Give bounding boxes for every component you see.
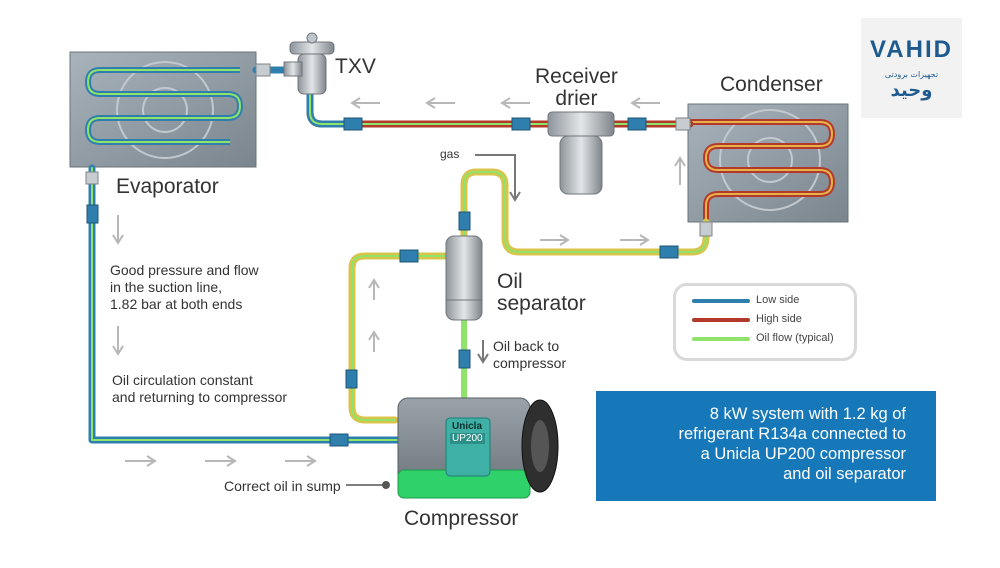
oil-separator-label: Oil separator — [497, 270, 586, 315]
legend-item-high-side: High side — [692, 313, 852, 327]
flow-arrows — [112, 97, 686, 467]
oil-sump-pointer — [346, 481, 390, 489]
legend-label: Oil flow (typical) — [756, 332, 834, 344]
gas-label: gas — [440, 147, 460, 161]
pipes — [88, 66, 710, 444]
logo-fa-text: وحید — [890, 80, 933, 101]
info-box-text: 8 kW system with 1.2 kg of refrigerant R… — [678, 405, 906, 483]
compressor-brand: Unicla — [452, 421, 483, 432]
suction-note: Good pressure and flow in the suction li… — [110, 262, 259, 312]
txv-valve — [283, 32, 335, 95]
legend-swatch-high-side — [692, 318, 750, 322]
legend-label: Low side — [756, 294, 800, 306]
evaporator-unit — [69, 51, 257, 168]
logo-main-text: VAHID — [870, 36, 953, 63]
pipe-fittings — [85, 63, 713, 447]
condenser-label: Condenser — [720, 73, 823, 96]
oil-separator-vessel — [445, 235, 483, 321]
compressor-unit — [397, 397, 559, 499]
correct-oil-label: Correct oil in sump — [224, 478, 341, 494]
oil-back-label: Oil back to compressor — [493, 338, 567, 371]
compressor-model: UP200 — [450, 433, 485, 444]
vahid-logo: VAHID تجهیزات برودتی وحید — [861, 18, 962, 118]
receiver-drier-label: Receiver drier — [535, 65, 618, 110]
info-box: 8 kW system with 1.2 kg of refrigerant R… — [596, 391, 936, 501]
legend-swatch-oil-flow — [692, 337, 750, 341]
receiver-drier — [547, 111, 615, 195]
condenser-unit — [687, 103, 849, 223]
legend-label: High side — [756, 313, 802, 325]
evaporator-label: Evaporator — [116, 175, 219, 198]
legend: Low side High side Oil flow (typical) — [673, 283, 857, 361]
legend-item-low-side: Low side — [692, 294, 852, 308]
legend-swatch-low-side — [692, 299, 750, 303]
legend-item-oil-flow: Oil flow (typical) — [692, 332, 852, 346]
compressor-label: Compressor — [404, 507, 519, 530]
txv-label: TXV — [335, 55, 376, 78]
logo-sub-text: تجهیزات برودتی — [884, 70, 939, 79]
oil-circulation-note: Oil circulation constant and returning t… — [112, 372, 288, 405]
